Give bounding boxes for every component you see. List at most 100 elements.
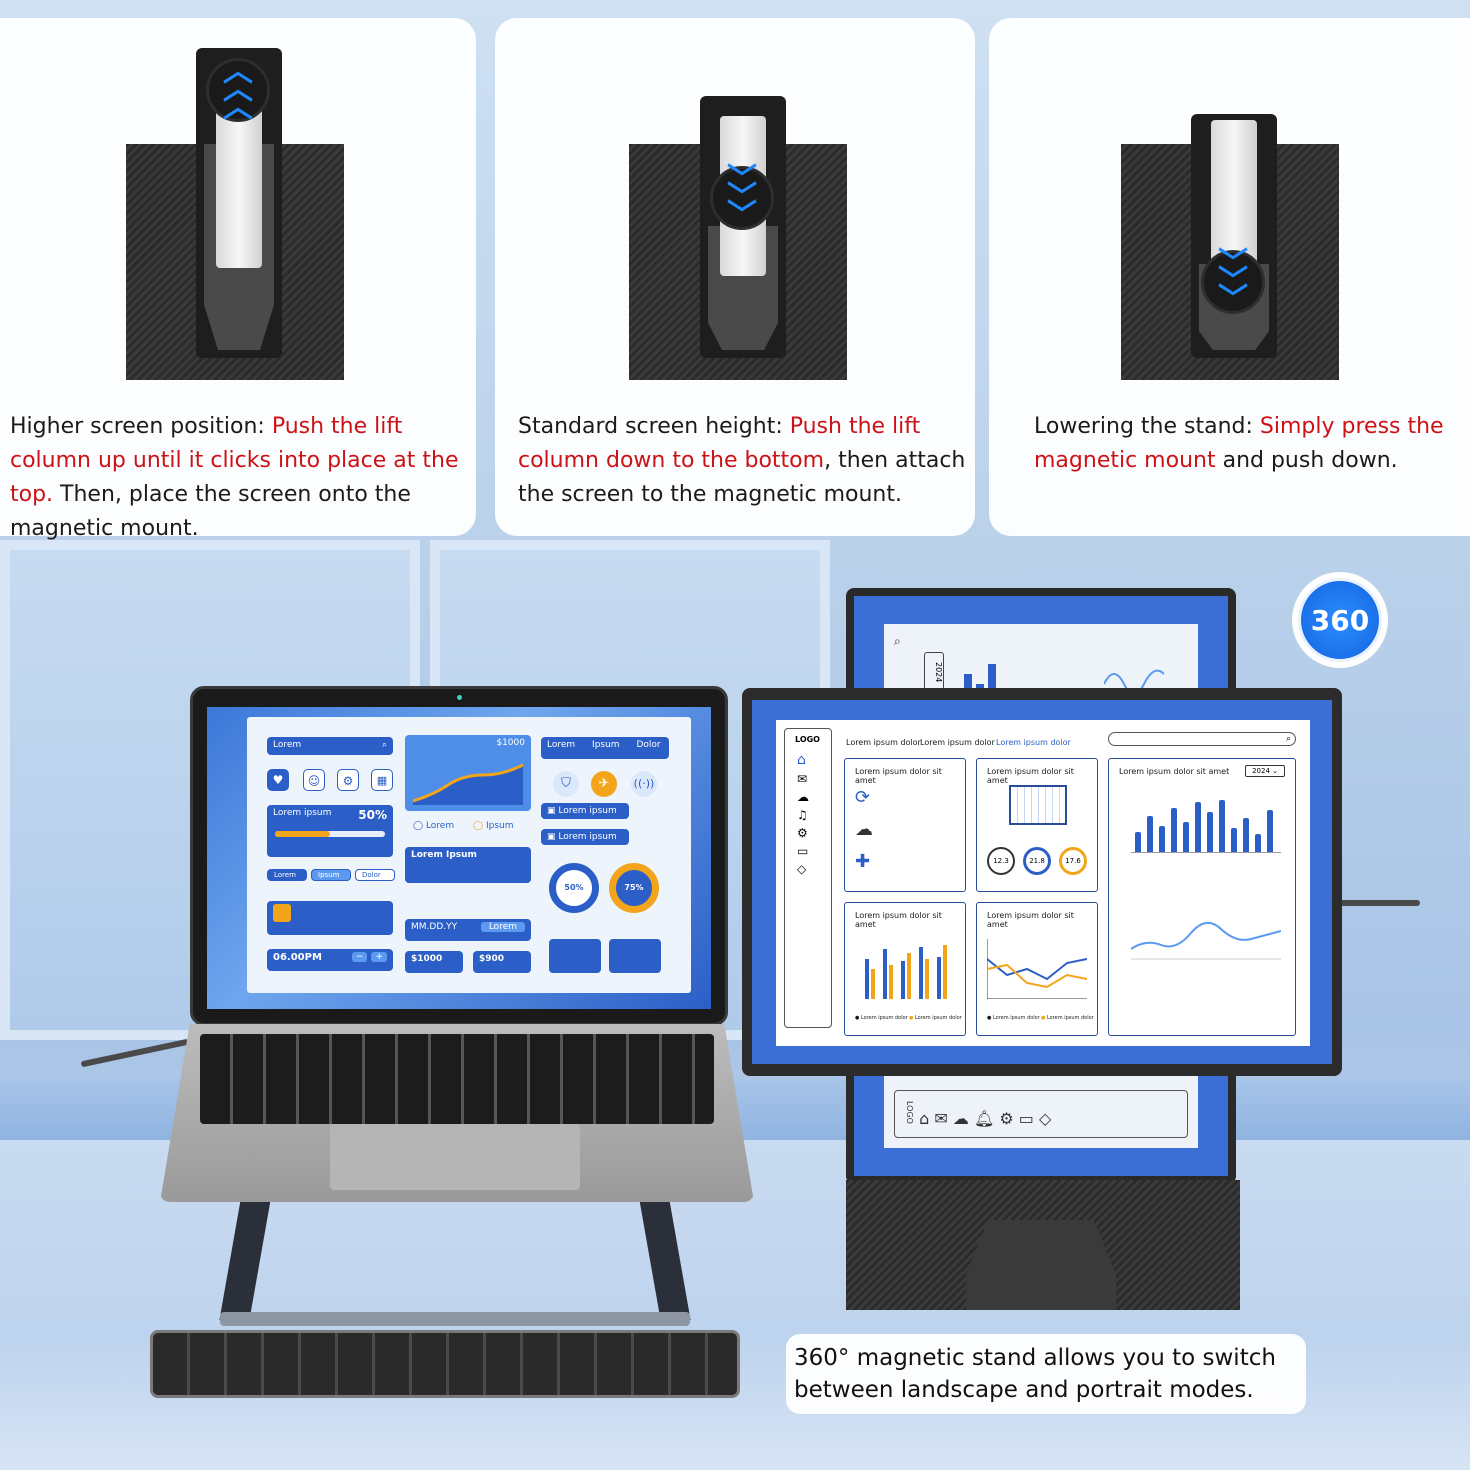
nav-item[interactable]: Lorem ipsum dolor xyxy=(920,738,995,747)
list-item[interactable]: ▣ Lorem ipsum xyxy=(541,803,629,819)
tag-icon[interactable]: ◇ xyxy=(797,862,807,876)
folder-icon[interactable]: ▭ xyxy=(1018,1108,1034,1128)
progress-bar xyxy=(275,831,385,837)
tab-dolor[interactable]: Dolor xyxy=(636,740,661,750)
warning-card xyxy=(267,901,393,935)
panel-dual-line: Lorem ipsum dolor sit amet ● Lorem ipsum… xyxy=(976,902,1098,1036)
cloud-upload-icon: ☁ xyxy=(855,819,873,840)
pill-dolor[interactable]: Dolor xyxy=(355,869,395,881)
gear-icon[interactable]: ⚙ xyxy=(999,1108,1014,1128)
search-icon: ⌕ xyxy=(1285,734,1291,744)
plus-icon[interactable]: + xyxy=(371,952,387,962)
amount-card-a: $1000 xyxy=(405,951,463,973)
time-card: 06.00PM + − xyxy=(267,949,393,971)
rotation-360-badge: 360 xyxy=(1292,572,1388,668)
search-icon[interactable]: ⌕ xyxy=(894,634,901,648)
mail-icon[interactable]: ✉ xyxy=(797,772,808,786)
rotate-360-icon: 360 xyxy=(1298,578,1382,662)
search-icon: ⌕ xyxy=(381,740,387,750)
year-select[interactable]: 2024 ⌄ xyxy=(1245,765,1285,777)
tab-ipsum[interactable]: Ipsum xyxy=(592,740,620,750)
instruction-suffix: Then, place the screen onto the magnetic… xyxy=(10,482,411,541)
tag-icon[interactable]: ◇ xyxy=(1039,1108,1052,1128)
dashboard-search-input[interactable]: Lorem ⌕ xyxy=(267,737,393,755)
caption-line-2: between landscape and portrait modes. xyxy=(794,1377,1254,1403)
landscape-monitor: LOGO ⌂ ✉ ☁ ♫ ⚙ ▭ ◇ Lorem ipsum dolor Lor… xyxy=(742,688,1342,1076)
bar xyxy=(1147,816,1153,852)
heart-icon[interactable]: ♥ xyxy=(267,769,289,791)
progress-bar-fill xyxy=(275,831,330,837)
usb-cable-right xyxy=(1340,900,1420,906)
gear-icon[interactable]: ⚙ xyxy=(797,826,808,840)
laptop-dashboard: Lorem ⌕ $1000 Lorem Ipsum Dolor ♥ ☺ ⚙ ▦ … xyxy=(247,717,691,993)
ring-gauge-50: 50% xyxy=(549,863,599,913)
bell-icon[interactable]: 🔔︎ xyxy=(973,1108,995,1128)
bar xyxy=(1231,828,1237,852)
pill-lorem[interactable]: Lorem xyxy=(267,869,307,881)
list-item[interactable]: ▣ Lorem ipsum xyxy=(541,829,629,845)
area-chart-icon xyxy=(413,763,523,805)
gear-icon[interactable]: ⚙ xyxy=(337,769,359,791)
bell-icon[interactable]: ♫ xyxy=(797,808,808,822)
cloud-icon[interactable]: ☁ xyxy=(797,790,809,804)
chevron-down-icon: ﹀﹀﹀ xyxy=(1201,249,1265,315)
progress-label: Lorem ipsum xyxy=(273,808,332,818)
caption-line-1: 360° magnetic stand allows you to switch xyxy=(794,1345,1276,1371)
minus-icon[interactable]: − xyxy=(351,952,368,962)
legend-lorem: ◯ Lorem xyxy=(413,821,455,831)
laptop-stand-foot xyxy=(220,1312,690,1326)
bar xyxy=(1219,800,1225,852)
panel-gauges: Lorem ipsum dolor sit amet 12.3 21.8 17.… xyxy=(976,758,1098,892)
pill-ipsum[interactable]: Ipsum xyxy=(311,869,351,881)
multi-bar-chart xyxy=(865,945,947,999)
home-icon[interactable]: ⌂ xyxy=(919,1108,930,1128)
chart-amount: $1000 xyxy=(496,738,525,748)
laptop-trackpad xyxy=(330,1124,580,1190)
bar xyxy=(1183,822,1189,852)
time-value: 06.00PM xyxy=(273,952,322,963)
instruction-text-higher: Higher screen position: Push the lift co… xyxy=(10,410,468,546)
user-icon[interactable]: ☺ xyxy=(303,769,325,791)
shield-icon[interactable]: ⛉ xyxy=(553,771,579,797)
plane-icon[interactable]: ✈ xyxy=(591,771,617,797)
instruction-card-standard: ﹀﹀﹀ Standard screen height: Push the lif… xyxy=(495,18,975,536)
nav-item-active[interactable]: Lorem ipsum dolor xyxy=(996,738,1071,747)
laptop-chart-icon xyxy=(1009,785,1067,825)
instruction-suffix: and push down. xyxy=(1215,448,1398,473)
legend-item: ● Lorem ipsum dolor xyxy=(855,1015,908,1021)
wifi-icon[interactable]: ((·)) xyxy=(631,771,657,797)
cloud-icon[interactable]: ☁ xyxy=(952,1108,969,1128)
instruction-suffix: , then attach the screen to the magnetic… xyxy=(518,448,966,507)
laptop-lid: Lorem ⌕ $1000 Lorem Ipsum Dolor ♥ ☺ ⚙ ▦ … xyxy=(190,686,728,1026)
legend-item: ● Lorem ipsum dolor xyxy=(987,1015,1040,1021)
chevron-down-icon: ﹀﹀﹀ xyxy=(710,165,774,231)
portrait-year-select[interactable]: 2024 xyxy=(924,652,944,692)
gauge: 21.8 xyxy=(1023,847,1051,875)
progress-card: Lorem ipsum 50% xyxy=(267,805,393,857)
nav-item[interactable]: Lorem ipsum dolor xyxy=(846,738,921,747)
external-keyboard xyxy=(150,1330,740,1398)
date-button[interactable]: Lorem xyxy=(480,922,525,932)
legend-item: ● Lorem ipsum dolor xyxy=(1041,1015,1094,1021)
ring-gauge-75: 75% xyxy=(609,863,659,913)
mail-icon[interactable]: ✉ xyxy=(934,1108,948,1128)
info-card: Lorem Ipsum xyxy=(405,847,531,883)
calendar-icon[interactable]: ▦ xyxy=(371,769,393,791)
instruction-text-standard: Standard screen height: Push the lift co… xyxy=(518,410,967,512)
tab-lorem[interactable]: Lorem xyxy=(547,740,576,750)
bar xyxy=(1267,810,1273,852)
portrait-bottom-bar: LOGO ⌂ ✉ ☁ 🔔︎ ⚙ ▭ ◇ xyxy=(894,1090,1188,1138)
folder-icon[interactable]: ▭ xyxy=(797,844,809,858)
portrait-logo: LOGO xyxy=(905,1101,914,1124)
panel-multibar: Lorem ipsum dolor sit amet ● Lorem ipsum… xyxy=(844,902,966,1036)
date-card: MM.DD.YY Lorem xyxy=(405,919,531,941)
instruction-prefix: Higher screen position: xyxy=(10,414,272,439)
home-icon[interactable]: ⌂ xyxy=(797,752,806,768)
text-card xyxy=(609,939,661,973)
bar xyxy=(1255,834,1261,852)
stand-illustration-standard: ﹀﹀﹀ xyxy=(495,18,975,380)
panel-list: Lorem ipsum dolor sit amet ⟳ ☁ ✚ xyxy=(844,758,966,892)
bar xyxy=(1243,818,1249,852)
webcam xyxy=(457,695,462,700)
monitor-search-input[interactable]: ⌕ xyxy=(1108,732,1296,746)
